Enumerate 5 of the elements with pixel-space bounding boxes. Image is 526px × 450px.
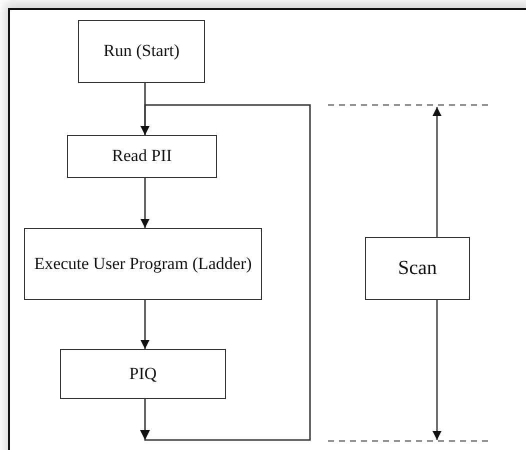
- process-box: Run (Start): [78, 20, 205, 83]
- process-box: PIQ: [60, 349, 226, 399]
- process-box: Read PII: [67, 135, 217, 178]
- process-box: Scan: [365, 237, 470, 300]
- process-box: Execute User Program (Ladder): [24, 228, 262, 300]
